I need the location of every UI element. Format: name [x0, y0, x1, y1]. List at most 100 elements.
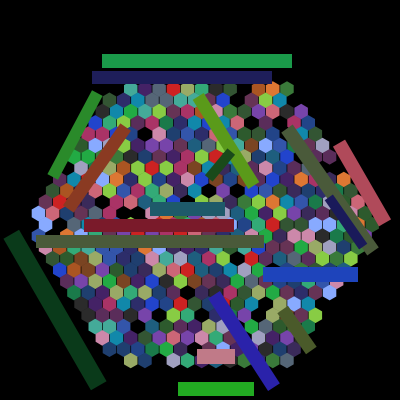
- hex-tile[interactable]: [287, 160, 301, 176]
- hex-tile[interactable]: [81, 262, 95, 278]
- hex-tile[interactable]: [124, 262, 138, 278]
- hex-tile[interactable]: [223, 262, 237, 278]
- hex-tile[interactable]: [81, 284, 95, 301]
- hex-tile[interactable]: [294, 171, 308, 188]
- hex-tile[interactable]: [308, 216, 323, 233]
- hex-tile[interactable]: [258, 92, 273, 109]
- hex-tile[interactable]: [216, 273, 230, 290]
- hex-tile[interactable]: [166, 262, 181, 278]
- hex-tile[interactable]: [237, 126, 252, 142]
- hex-tile[interactable]: [266, 239, 280, 256]
- hex-tile[interactable]: [273, 92, 287, 109]
- hex-tile[interactable]: [266, 330, 280, 346]
- hex-tile[interactable]: [266, 149, 280, 165]
- hex-tile[interactable]: [145, 183, 159, 199]
- hex-tile[interactable]: [159, 296, 174, 312]
- hex-tile[interactable]: [74, 296, 88, 312]
- hex-tile[interactable]: [273, 183, 287, 199]
- hex-tile[interactable]: [223, 81, 237, 97]
- hex-tile[interactable]: [344, 250, 358, 267]
- hex-tile[interactable]: [195, 171, 209, 188]
- hex-tile[interactable]: [280, 171, 294, 188]
- hex-tile[interactable]: [180, 171, 195, 188]
- hex-tile[interactable]: [159, 250, 174, 267]
- hex-tile[interactable]: [230, 296, 245, 312]
- hex-tile[interactable]: [102, 92, 117, 109]
- hex-tile[interactable]: [109, 284, 124, 301]
- hex-tile[interactable]: [251, 284, 266, 301]
- hex-tile[interactable]: [95, 307, 110, 324]
- hex-tile[interactable]: [251, 149, 266, 165]
- hex-tile[interactable]: [138, 262, 152, 278]
- hex-tile[interactable]: [266, 171, 280, 188]
- hex-tile[interactable]: [266, 284, 280, 301]
- hex-tile[interactable]: [266, 194, 280, 210]
- hex-tile[interactable]: [38, 216, 53, 233]
- hex-tile[interactable]: [273, 341, 287, 357]
- hex-tile[interactable]: [273, 160, 287, 176]
- hex-tile[interactable]: [166, 284, 181, 301]
- hex-tile[interactable]: [287, 341, 301, 357]
- bar-pink-small[interactable]: [197, 349, 235, 364]
- hex-tile[interactable]: [138, 149, 152, 165]
- bar-blue-diagonal[interactable]: [208, 291, 280, 391]
- hex-tile[interactable]: [195, 330, 209, 346]
- hex-tile[interactable]: [45, 205, 60, 222]
- hex-tile[interactable]: [145, 160, 159, 176]
- hex-tile[interactable]: [124, 81, 138, 97]
- hex-tile[interactable]: [258, 250, 273, 267]
- hex-tile[interactable]: [187, 318, 202, 335]
- hex-tile[interactable]: [187, 137, 202, 154]
- hex-tile[interactable]: [244, 92, 259, 109]
- hex-tile[interactable]: [116, 160, 131, 176]
- hex-tile[interactable]: [173, 341, 188, 357]
- hex-tile[interactable]: [322, 284, 337, 301]
- hex-tile[interactable]: [109, 330, 124, 346]
- hex-tile[interactable]: [280, 284, 294, 301]
- hex-tile[interactable]: [223, 103, 237, 120]
- hex-tile[interactable]: [180, 330, 195, 346]
- bar-left-green-diagonal[interactable]: [47, 90, 103, 180]
- hex-tile[interactable]: [138, 194, 152, 210]
- hex-tile[interactable]: [237, 103, 252, 120]
- hex-tile[interactable]: [53, 262, 67, 278]
- hex-tile[interactable]: [67, 216, 81, 233]
- hex-tile[interactable]: [329, 250, 344, 267]
- hex-tile[interactable]: [358, 205, 372, 222]
- hex-tile[interactable]: [74, 273, 88, 290]
- bar-left-rust-diagonal[interactable]: [62, 123, 132, 213]
- hex-tile[interactable]: [95, 330, 110, 346]
- hex-tile[interactable]: [145, 273, 159, 290]
- hex-tile[interactable]: [173, 183, 188, 199]
- hex-tile[interactable]: [138, 103, 152, 120]
- hex-tile[interactable]: [124, 103, 138, 120]
- hex-tile[interactable]: [74, 250, 88, 267]
- hex-tile[interactable]: [67, 171, 81, 188]
- bar-crimson-horizontal[interactable]: [84, 219, 234, 232]
- hex-tile[interactable]: [102, 250, 117, 267]
- hex-tile[interactable]: [88, 296, 103, 312]
- hex-tile[interactable]: [344, 183, 358, 199]
- bar-right-olive-diagonal[interactable]: [281, 124, 379, 256]
- hex-tile[interactable]: [131, 250, 145, 267]
- hex-tile[interactable]: [180, 126, 195, 142]
- hex-tile[interactable]: [273, 137, 287, 154]
- hex-tile[interactable]: [81, 307, 95, 324]
- hex-tile[interactable]: [322, 216, 337, 233]
- hex-tile[interactable]: [159, 318, 174, 335]
- hex-tile[interactable]: [337, 171, 351, 188]
- hex-tile[interactable]: [280, 81, 294, 97]
- hex-tile[interactable]: [251, 262, 266, 278]
- hex-tile[interactable]: [244, 250, 259, 267]
- hex-tile[interactable]: [308, 284, 323, 301]
- hex-tile[interactable]: [88, 183, 103, 199]
- hex-tile[interactable]: [237, 216, 252, 233]
- hex-tile[interactable]: [159, 160, 174, 176]
- hex-tile[interactable]: [166, 352, 181, 369]
- hex-tile[interactable]: [251, 126, 266, 142]
- hex-tile[interactable]: [145, 318, 159, 335]
- hex-tile[interactable]: [287, 183, 301, 199]
- hex-tile[interactable]: [138, 352, 152, 369]
- hex-tile[interactable]: [95, 126, 110, 142]
- bar-bottom-green[interactable]: [178, 382, 254, 396]
